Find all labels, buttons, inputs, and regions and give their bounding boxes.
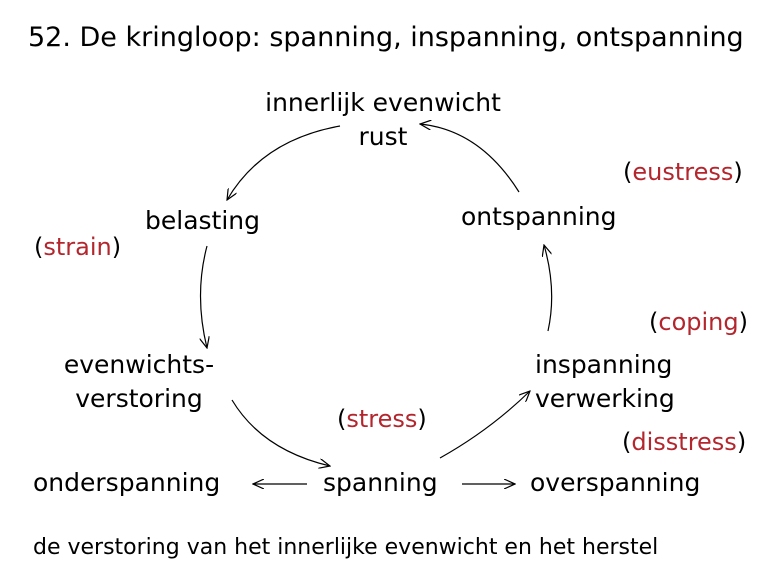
node-evenwicht-line1: innerlijk evenwicht — [265, 88, 501, 117]
tag-stress-text: stress — [346, 405, 418, 433]
tag-strain: (strain) — [34, 233, 122, 261]
diagram-title: 52. De kringloop: spanning, inspanning, … — [28, 22, 744, 53]
node-verstoring: evenwichts- verstoring — [54, 348, 224, 416]
tag-disstress: (disstress) — [622, 428, 747, 456]
node-spanning: spanning — [323, 468, 438, 497]
arrow-inspanning-to-ontspanning — [544, 245, 553, 332]
tag-eustress-text: eustress — [632, 158, 734, 186]
tag-coping-text: coping — [658, 308, 739, 336]
tag-disstress-text: disstress — [631, 428, 737, 456]
node-overspanning: overspanning — [530, 468, 701, 497]
node-inspanning: inspanning verwerking — [535, 348, 675, 416]
arrow-ontspanning-to-evenwicht — [420, 124, 520, 193]
tag-stress: (stress) — [337, 405, 427, 433]
node-evenwicht-line2: rust — [358, 122, 408, 151]
node-inspanning-line1: inspanning — [535, 350, 673, 379]
node-verstoring-line1: evenwichts- — [63, 350, 215, 379]
arrow-belasting-to-verstoring — [201, 245, 208, 348]
tag-coping: (coping) — [649, 308, 748, 336]
node-ontspanning: ontspanning — [461, 202, 617, 231]
node-onderspanning: onderspanning — [33, 468, 221, 497]
node-evenwicht: innerlijk evenwicht rust — [250, 86, 516, 154]
tag-strain-text: strain — [43, 233, 112, 261]
arrow-evenwicht-to-belasting — [227, 125, 341, 200]
node-inspanning-line2: verwerking — [535, 384, 675, 413]
node-verstoring-line2: verstoring — [75, 384, 203, 413]
arrow-verstoring-to-spanning — [231, 399, 330, 466]
node-belasting: belasting — [145, 206, 261, 235]
diagram-caption: de verstoring van het innerlijke evenwic… — [33, 535, 659, 560]
tag-eustress: (eustress) — [623, 158, 743, 186]
arrow-spanning-to-inspanning — [439, 391, 530, 459]
